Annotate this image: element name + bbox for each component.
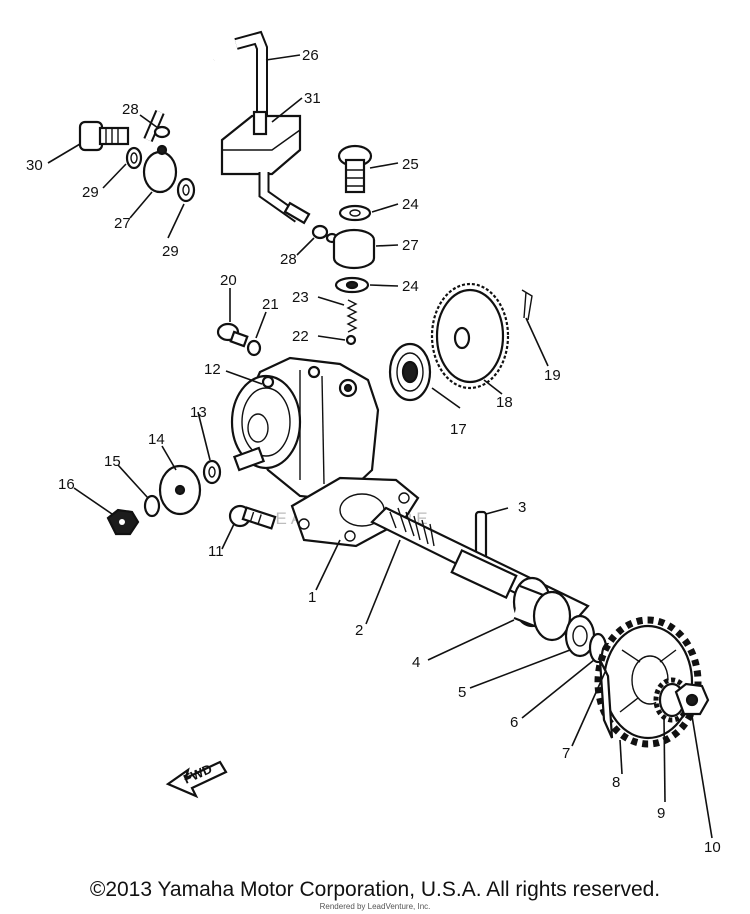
callout-23: 23 bbox=[292, 289, 309, 306]
callout-11: 11 bbox=[208, 543, 224, 560]
banjo-fitting-27-lower bbox=[332, 228, 376, 270]
leader-lines bbox=[47, 54, 713, 839]
callout-27-upper: 27 bbox=[114, 215, 131, 232]
callout-3: 3 bbox=[518, 499, 526, 516]
callout-7: 7 bbox=[562, 745, 570, 762]
callout-10: 10 bbox=[704, 839, 721, 856]
clip-28-lower bbox=[311, 224, 339, 244]
callout-5: 5 bbox=[458, 684, 466, 701]
callout-4: 4 bbox=[412, 654, 420, 671]
bearing-5 bbox=[564, 614, 596, 658]
callout-1: 1 bbox=[308, 589, 316, 606]
oil-reservoir-31 bbox=[220, 110, 311, 225]
washer-15 bbox=[143, 494, 161, 518]
callout-26: 26 bbox=[302, 47, 319, 64]
callout-14: 14 bbox=[148, 431, 165, 448]
callout-29-lower: 29 bbox=[162, 243, 179, 260]
callout-30: 30 bbox=[26, 157, 43, 174]
callout-8: 8 bbox=[612, 774, 620, 791]
callout-31: 31 bbox=[304, 90, 321, 107]
clip-28-upper bbox=[153, 125, 171, 139]
spring-23 bbox=[346, 299, 358, 333]
nut-16 bbox=[106, 508, 140, 536]
fwd-direction-arrow: FWD bbox=[165, 760, 228, 799]
copyright-notice: ©2013 Yamaha Motor Corporation, U.S.A. A… bbox=[89, 878, 661, 901]
nut-10 bbox=[674, 682, 710, 716]
callout-15: 15 bbox=[104, 453, 121, 470]
callout-17: 17 bbox=[450, 421, 467, 438]
banjo-fitting-27-upper bbox=[142, 144, 178, 194]
bearing-17 bbox=[388, 342, 432, 402]
rendered-by-credit: Rendered by LeadVenture, Inc. bbox=[319, 902, 431, 911]
callout-13: 13 bbox=[190, 404, 207, 421]
pin-19 bbox=[521, 289, 533, 321]
washer-13 bbox=[202, 459, 222, 485]
callout-6: 6 bbox=[510, 714, 518, 731]
washer-24-lower bbox=[334, 276, 370, 294]
banjo-bolt-30 bbox=[78, 120, 130, 152]
callout-19: 19 bbox=[544, 367, 561, 384]
callout-24-lower: 24 bbox=[402, 278, 419, 295]
screw-20 bbox=[216, 322, 249, 348]
callout-21: 21 bbox=[262, 296, 279, 313]
callout-29-upper: 29 bbox=[82, 184, 99, 201]
callout-24-upper: 24 bbox=[402, 196, 419, 213]
callout-28-upper: 28 bbox=[122, 101, 139, 118]
callout-18: 18 bbox=[496, 394, 513, 411]
callout-28-lower: 28 bbox=[280, 251, 297, 268]
callout-25: 25 bbox=[402, 156, 419, 173]
callout-22: 22 bbox=[292, 328, 309, 345]
callout-2: 2 bbox=[355, 622, 363, 639]
callout-20: 20 bbox=[220, 272, 237, 289]
washer-24-upper bbox=[338, 204, 372, 222]
callout-12: 12 bbox=[204, 361, 221, 378]
washer-21 bbox=[246, 339, 262, 357]
screw-11 bbox=[228, 504, 277, 530]
callout-numbers: 26 31 28 30 29 27 29 25 24 27 28 24 23 2… bbox=[26, 47, 721, 856]
callout-27-lower: 27 bbox=[402, 237, 419, 254]
banjo-bolt-25 bbox=[337, 144, 373, 194]
callout-9: 9 bbox=[657, 805, 665, 822]
collar-4 bbox=[512, 576, 572, 642]
callout-16: 16 bbox=[58, 476, 75, 493]
oil-pump-cover-14 bbox=[158, 464, 202, 516]
drive-gear-18 bbox=[430, 282, 510, 390]
ball-22 bbox=[345, 334, 357, 346]
washer-29-upper bbox=[125, 146, 143, 170]
washer-29-lower bbox=[176, 177, 196, 203]
